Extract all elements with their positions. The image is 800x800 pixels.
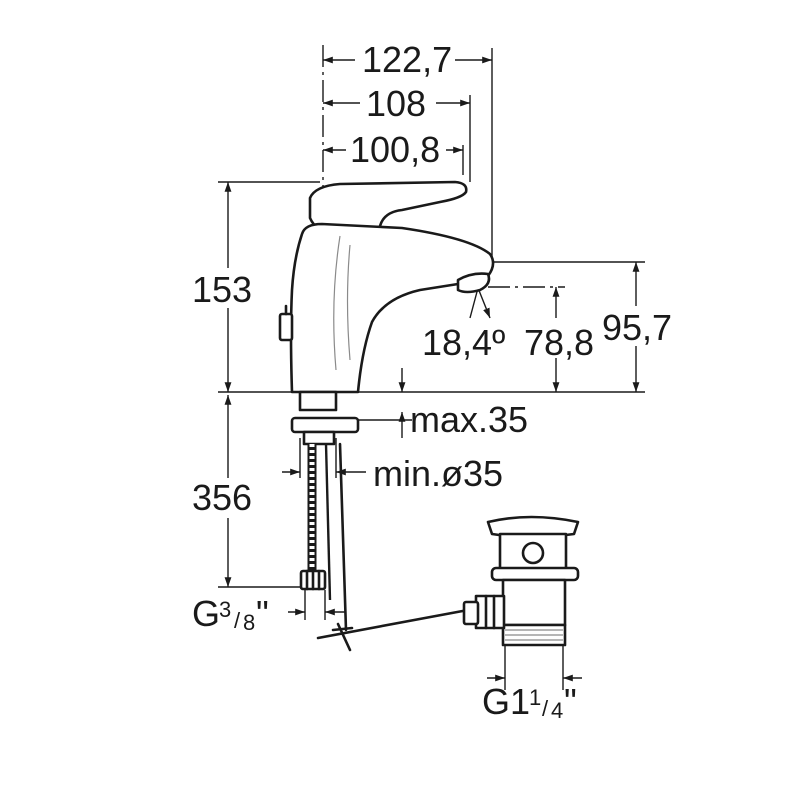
below-deck-label: 356 bbox=[192, 477, 252, 518]
svg-text:4: 4 bbox=[551, 698, 563, 723]
height-total-label: 153 bbox=[192, 269, 252, 310]
deck-thickness-label: max.35 bbox=[410, 399, 528, 440]
hole-diameter-label: min.ø35 bbox=[373, 453, 503, 494]
svg-text:G: G bbox=[192, 593, 220, 634]
svg-text:/: / bbox=[542, 696, 549, 721]
outlet-height-label: 95,7 bbox=[602, 307, 672, 348]
svg-text:3: 3 bbox=[219, 597, 231, 622]
under-deck-assembly bbox=[290, 390, 470, 652]
pop-up-waste bbox=[462, 515, 580, 647]
width-mid-label: 108 bbox=[366, 83, 426, 124]
spout-height-label: 78,8 bbox=[524, 322, 594, 363]
supply-thread-label: G 3 / 8 " bbox=[192, 593, 269, 635]
spout-angle-label: 18,4º bbox=[422, 322, 505, 363]
dimension-labels: 122,7 108 100,8 153 18,4º 78,8 95,7 max.… bbox=[188, 39, 672, 723]
svg-text:1: 1 bbox=[529, 685, 541, 710]
svg-text:8: 8 bbox=[243, 610, 255, 635]
width-spout-label: 100,8 bbox=[350, 129, 440, 170]
svg-text:": " bbox=[256, 593, 269, 634]
faucet-body bbox=[278, 180, 495, 394]
waste-thread-label: G1 1 / 4 " bbox=[482, 681, 577, 723]
svg-text:/: / bbox=[234, 608, 241, 633]
svg-text:G1: G1 bbox=[482, 681, 530, 722]
svg-text:": " bbox=[564, 681, 577, 722]
width-total-label: 122,7 bbox=[362, 39, 452, 80]
